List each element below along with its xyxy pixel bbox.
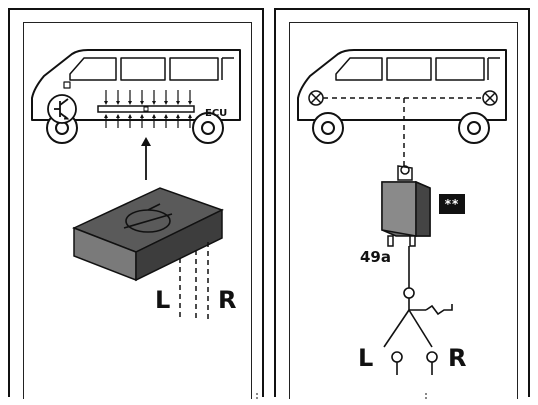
left-switch-label: L	[358, 344, 374, 372]
left-diagram	[31, 49, 258, 399]
terminal-label: 49a	[360, 248, 391, 266]
right-panel: ** 49a L R	[274, 8, 530, 399]
turn-signal-switch	[383, 246, 453, 375]
flasher-relay	[381, 165, 431, 247]
lamp-wiring	[323, 97, 483, 170]
left-panel-frame	[23, 22, 252, 399]
right-diagram	[297, 49, 507, 399]
relay-badge: **	[439, 194, 465, 214]
lamp-icon	[308, 90, 498, 106]
output-wires	[179, 242, 209, 320]
flasher-symbol-icon	[123, 203, 173, 233]
transistor-icon	[47, 94, 77, 124]
right-switch-label: R	[448, 344, 467, 372]
control-module	[72, 187, 224, 282]
right-wire-label: R	[218, 286, 237, 314]
ecu-chip	[97, 90, 195, 128]
left-wire-label: L	[155, 286, 171, 314]
right-panel-frame	[289, 22, 518, 399]
ecu-label: ECU	[205, 108, 228, 119]
signal-arrow	[141, 137, 151, 180]
van-right	[297, 49, 507, 144]
left-panel: ECU L R	[8, 8, 264, 399]
